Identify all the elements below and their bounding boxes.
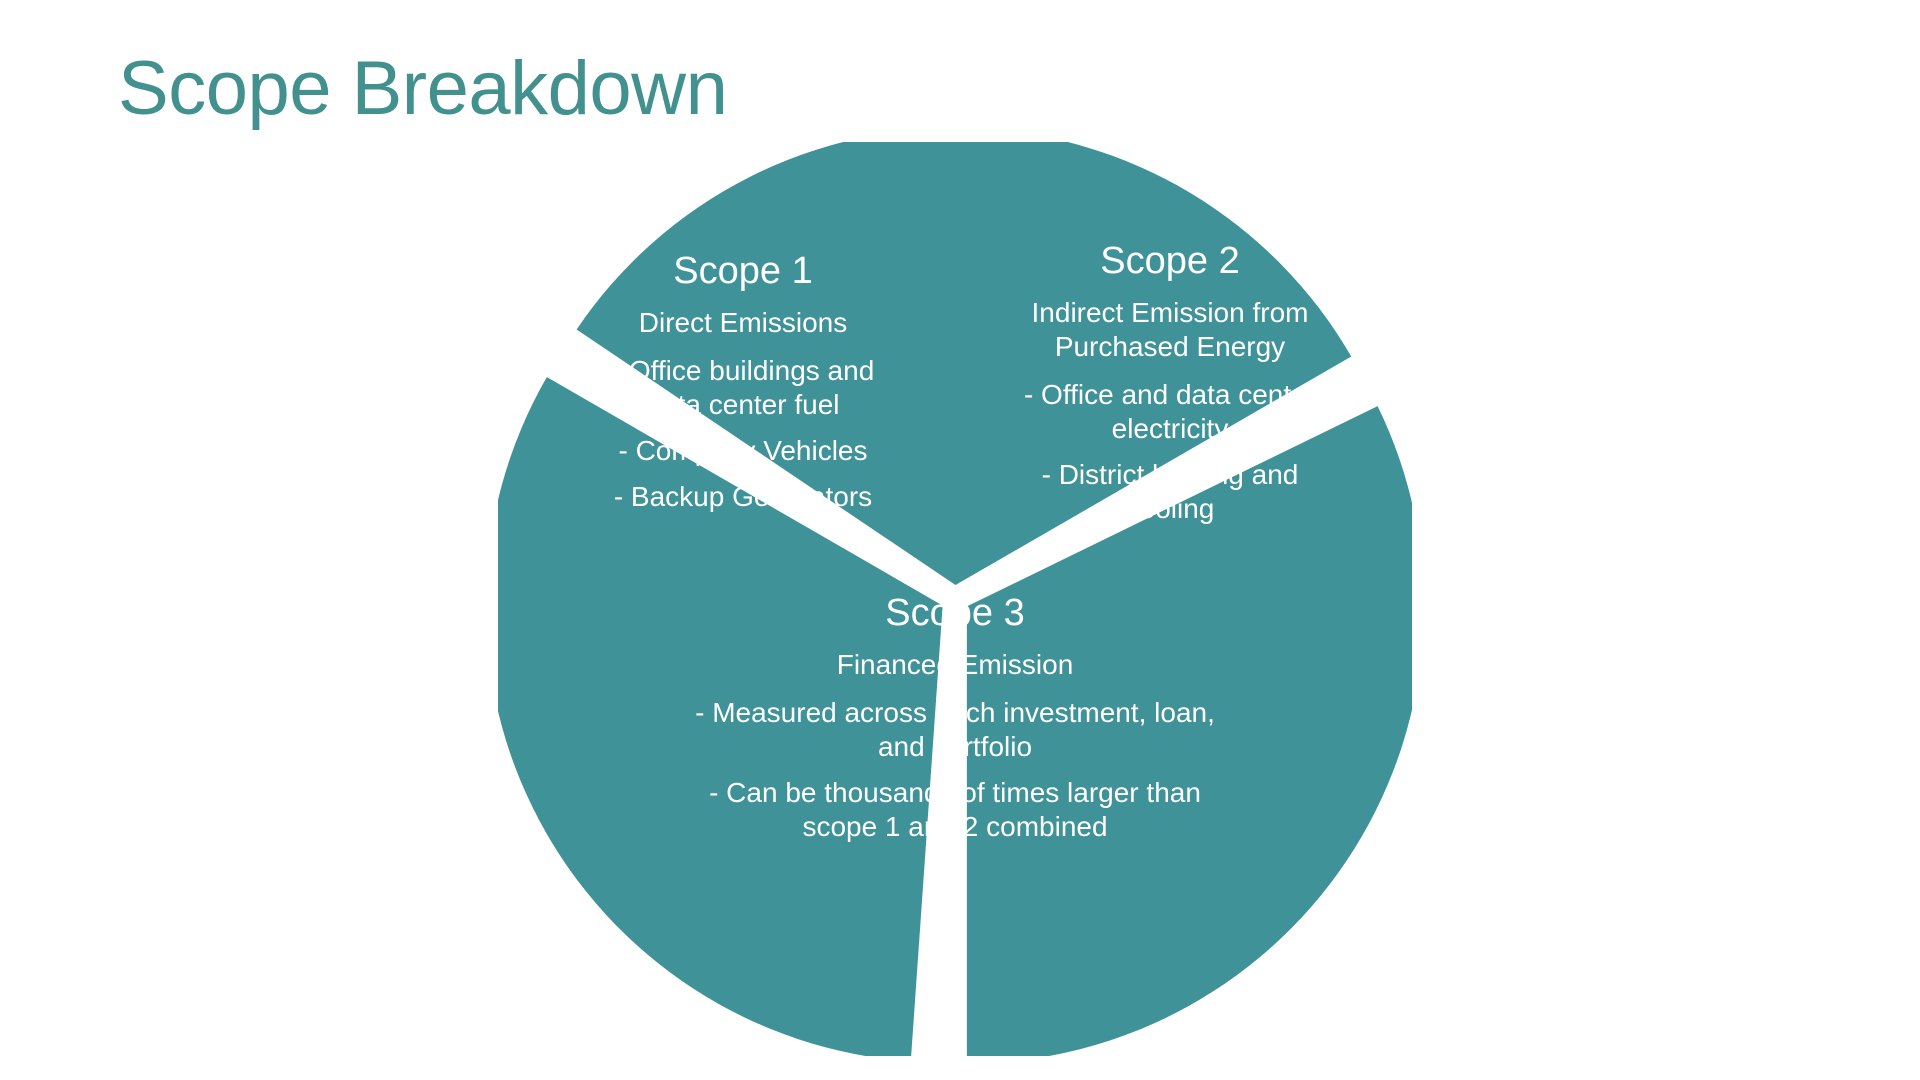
pie-slice-scope-2[interactable] — [966, 406, 1412, 1056]
scope-pie-chart: Scope 1 Direct Emissions - Office buildi… — [498, 142, 1412, 1056]
pie-chart-svg — [498, 142, 1412, 1056]
pie-slice-scope-3[interactable] — [498, 377, 943, 1056]
pie-slice-scope-1[interactable] — [576, 142, 1352, 586]
page-title: Scope Breakdown — [118, 46, 728, 131]
